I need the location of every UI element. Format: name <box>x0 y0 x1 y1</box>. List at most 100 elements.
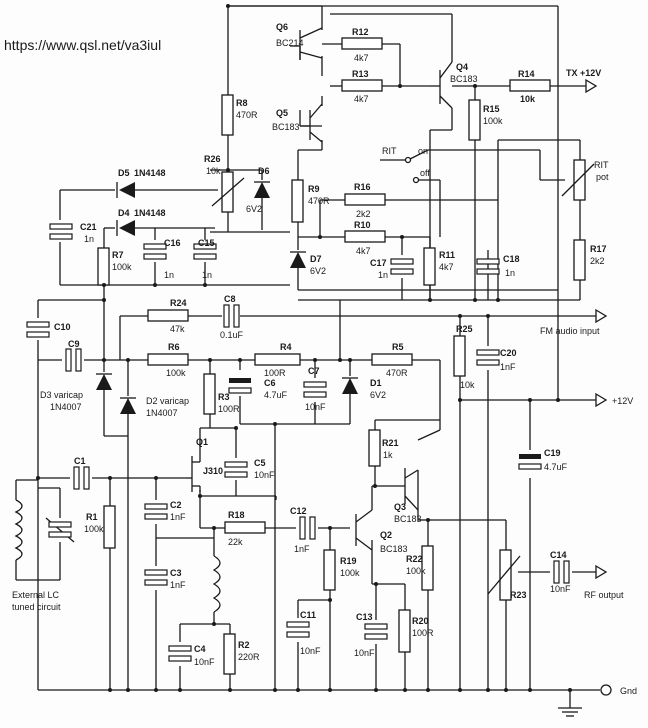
r14-value: 10k <box>520 94 536 104</box>
c11-ref: C11 <box>300 610 316 620</box>
terminals <box>404 78 612 717</box>
d1-ref: D1 <box>370 378 382 388</box>
c11-value: 10nF <box>300 646 321 656</box>
c13-value: 10nF <box>354 648 375 658</box>
r18-value: 22k <box>228 537 243 547</box>
c16-ref: C16 <box>164 238 181 248</box>
rf-output-label: RF output <box>584 590 624 600</box>
c17-ref: C17 <box>370 258 387 268</box>
c2-ref: C2 <box>170 500 182 510</box>
r26-ref: R26 <box>204 154 221 164</box>
r7-ref: R7 <box>112 250 124 260</box>
d6-ref: D6 <box>258 166 270 176</box>
r20-ref: R20 <box>412 616 429 626</box>
r14-ref: R14 <box>518 69 535 79</box>
c2-value: 1nF <box>170 512 186 522</box>
inductors <box>14 499 221 613</box>
d6-value: 6V2 <box>246 204 262 214</box>
d7-value: 6V2 <box>310 266 326 276</box>
r6-value: 100k <box>166 368 186 378</box>
r16-value: 2k2 <box>356 209 371 219</box>
c4-value: 10nF <box>194 657 215 667</box>
q1-type: J310 <box>203 466 223 476</box>
r3-ref: R3 <box>218 392 230 402</box>
r4-value: 100R <box>264 368 286 378</box>
c13-ref: C13 <box>356 612 373 622</box>
c16-value: 1n <box>164 270 174 280</box>
q3-type: BC183 <box>394 514 422 524</box>
r15-ref: R15 <box>483 104 500 114</box>
r25-ref: R25 <box>456 324 473 334</box>
r8-ref: R8 <box>236 98 248 108</box>
r11-ref: R11 <box>439 250 455 260</box>
c8-value: 0.1uF <box>220 330 244 340</box>
q5-ref: Q5 <box>276 108 288 118</box>
r12-value: 4k7 <box>354 53 369 63</box>
d4-type: 1N4148 <box>134 208 166 218</box>
r7-value: 100k <box>112 262 132 272</box>
r25-value: 10k <box>460 380 475 390</box>
c20-value: 1nF <box>500 362 516 372</box>
diodes <box>96 181 358 414</box>
q6-type: BC214 <box>276 38 304 48</box>
r18-ref: R18 <box>228 510 245 520</box>
r2-ref: R2 <box>238 640 250 650</box>
r4-ref: R4 <box>280 342 292 352</box>
c7-ref: C7 <box>308 366 320 376</box>
r17-value: 2k2 <box>590 256 605 266</box>
c12-ref: C12 <box>290 506 307 516</box>
r9-value: 470R <box>308 196 330 206</box>
d5-type: 1N4148 <box>134 168 166 178</box>
r21-value: 1k <box>383 450 393 460</box>
d2-ref: D2 varicap <box>146 396 189 406</box>
r13-value: 4k7 <box>354 94 369 104</box>
c8-ref: C8 <box>224 294 236 304</box>
d2-type: 1N4007 <box>146 408 178 418</box>
r24-value: 47k <box>170 324 185 334</box>
c9-ref: C9 <box>68 339 80 349</box>
rit-off-label: off <box>420 168 430 178</box>
d7-ref: D7 <box>310 254 322 264</box>
c15-value: 1n <box>202 270 212 280</box>
c19-value: 4.7uF <box>544 462 568 472</box>
c5-value: 10nF <box>254 470 275 480</box>
d4-ref: D4 <box>118 208 130 218</box>
rit-pot-label-2: pot <box>596 172 609 182</box>
r3-value: 100R <box>218 404 240 414</box>
r15-value: 100k <box>483 116 503 126</box>
c18-value: 1n <box>505 268 515 278</box>
c1-ref: C1 <box>74 456 86 466</box>
r17-ref: R17 <box>590 244 607 254</box>
r8-value: 470R <box>236 110 258 120</box>
c18-ref: C18 <box>503 254 520 264</box>
c14-ref: C14 <box>550 550 567 560</box>
r20-value: 100R <box>412 628 434 638</box>
r9-ref: R9 <box>308 184 320 194</box>
r1-ref: R1 <box>86 512 98 522</box>
c7-value: 10nF <box>305 402 326 412</box>
tx-label: TX +12V <box>566 68 601 78</box>
r1-value: 100k <box>84 524 104 534</box>
c6-value: 4.7uF <box>264 390 288 400</box>
fm-audio-label: FM audio input <box>540 326 600 336</box>
r6-ref: R6 <box>168 342 180 352</box>
c4-ref: C4 <box>194 644 206 654</box>
c3-ref: C3 <box>170 568 182 578</box>
c19-ref: C19 <box>544 448 561 458</box>
transistors <box>186 27 453 551</box>
junctions <box>36 4 572 692</box>
q1-ref: Q1 <box>196 437 208 447</box>
q4-type: BC183 <box>450 74 478 84</box>
c10-ref: C10 <box>54 322 71 332</box>
c12-value: 1nF <box>294 544 310 554</box>
c15-ref: C15 <box>198 238 215 248</box>
q6-ref: Q6 <box>276 22 288 32</box>
r19-value: 100k <box>340 568 360 578</box>
r10-value: 4k7 <box>356 246 371 256</box>
c6-ref: C6 <box>264 378 276 388</box>
ext-lc-label-1: External LC <box>12 590 60 600</box>
rit-on-label: on <box>418 146 428 156</box>
c3-value: 1nF <box>170 580 186 590</box>
